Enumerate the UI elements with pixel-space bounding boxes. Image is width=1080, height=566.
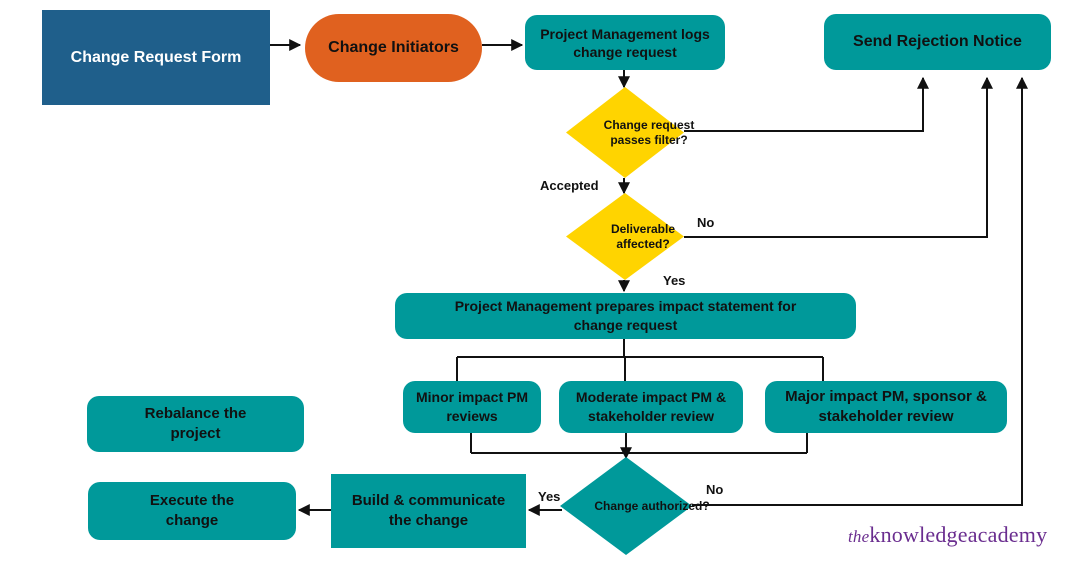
- deliverable-affected-label: Deliverable affected?: [610, 221, 676, 251]
- logo-name: knowledgeacademy: [869, 522, 1048, 547]
- major-impact-label: Major impact PM, sponsor & stakeholder r…: [785, 388, 987, 425]
- passes-filter-label: Change request passes filter?: [603, 117, 695, 147]
- accepted-label: Accepted: [540, 178, 599, 193]
- build-communicate-label: Build & communicate the change: [351, 492, 506, 529]
- minor-impact-label: Minor impact PM reviews: [415, 389, 528, 424]
- knowledge-academy-logo: theknowledgeacademy: [848, 522, 1047, 548]
- impact-statement-box: Project Management prepares impact state…: [395, 293, 856, 339]
- deliverable-no-label: No: [697, 215, 715, 230]
- edge-authorized-no-to-rejection: [692, 76, 1028, 506]
- edge-deliverable-no-to-rejection: [684, 76, 993, 238]
- authorized-no-label: No: [706, 482, 724, 497]
- change-request-form-label: Change Request Form: [70, 48, 242, 66]
- passes-filter-decision: Change request passes filter?: [566, 87, 694, 178]
- authorized-diamond-shape: [560, 457, 692, 555]
- send-rejection-box: Send Rejection Notice: [824, 14, 1051, 70]
- passes-filter-diamond-shape: [566, 87, 684, 178]
- deliverable-diamond-shape: [566, 193, 684, 280]
- deliverable-yes-label: Yes: [663, 273, 686, 288]
- execute-box: Execute the change: [88, 482, 296, 540]
- authorized-yes-label: Yes: [538, 489, 561, 504]
- moderate-impact-box: Moderate impact PM & stakeholder review: [559, 381, 743, 433]
- edge-impact-split: [456, 339, 824, 381]
- pm-logs-label: Project Management logs change request: [540, 25, 710, 60]
- change-authorized-decision: Change authorized?: [560, 457, 710, 555]
- rebalance-box: Rebalance the project: [87, 396, 304, 452]
- impact-statement-label: Project Management prepares impact state…: [454, 298, 797, 333]
- change-request-form-box: Change Request Form: [42, 10, 270, 105]
- moderate-impact-label: Moderate impact PM & stakeholder review: [575, 389, 727, 424]
- logo-prefix: the: [848, 527, 870, 546]
- major-impact-box: Major impact PM, sponsor & stakeholder r…: [765, 381, 1007, 433]
- change-initiators-label: Change Initiators: [328, 39, 459, 56]
- minor-impact-box: Minor impact PM reviews: [403, 381, 541, 433]
- change-authorized-label: Change authorized?: [594, 498, 710, 513]
- deliverable-affected-decision: Deliverable affected?: [566, 193, 684, 280]
- rebalance-label: Rebalance the project: [144, 405, 247, 442]
- edge-filter-to-rejection: [684, 76, 929, 132]
- pm-logs-box: Project Management logs change request: [525, 15, 725, 70]
- build-communicate-box: Build & communicate the change: [331, 474, 526, 548]
- change-initiators-box: Change Initiators: [305, 14, 482, 82]
- execute-label: Execute the change: [149, 492, 235, 529]
- send-rejection-label: Send Rejection Notice: [853, 33, 1022, 50]
- edge-impact-merge: [470, 433, 808, 454]
